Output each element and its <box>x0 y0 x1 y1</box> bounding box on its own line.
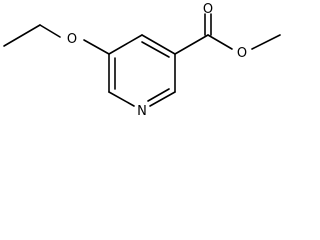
bond-ring-inner-c2-n <box>147 88 170 102</box>
bond-carbonyl-c-ester-o <box>207 34 233 50</box>
atom-label-ring-nitrogen: N <box>137 104 147 119</box>
bond-ring-c5-c4 <box>108 34 143 55</box>
bond-ring-c4-c3 <box>141 34 176 55</box>
atom-label-carbonyl-oxygen: O <box>203 2 213 17</box>
bond-ring-n-c6 <box>108 91 135 107</box>
bond-ethyl-ch2-o <box>39 24 61 38</box>
atom-label-ethoxy-oxygen: O <box>67 32 77 47</box>
bond-ring-c2-n <box>149 91 176 107</box>
bond-ring-c3-carbonyl-c <box>174 34 209 55</box>
bond-ring-inner-c4-c3 <box>141 41 170 58</box>
bond-ethyl-ch3-ch2 <box>3 24 41 47</box>
bond-ester-o-methyl <box>251 34 281 50</box>
bond-o-ring-c5 <box>83 39 110 55</box>
atom-label-ester-oxygen: O <box>237 46 247 61</box>
chemical-structure: O O O N <box>3 2 281 119</box>
